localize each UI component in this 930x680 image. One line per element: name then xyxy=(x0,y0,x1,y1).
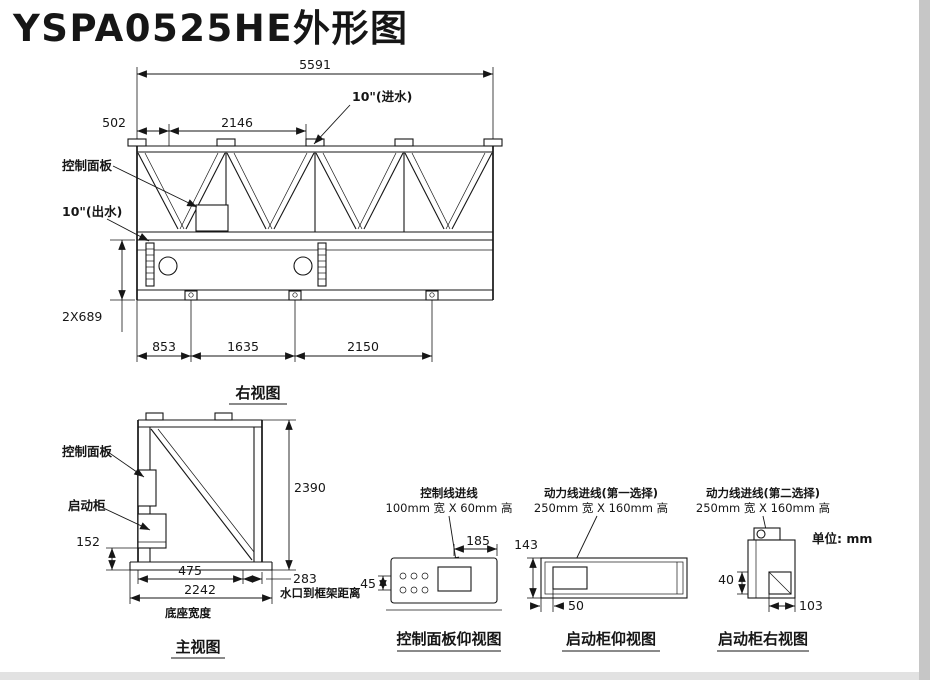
dim-2242: 2242 xyxy=(184,582,216,597)
dim-475: 475 xyxy=(178,563,202,578)
coil-header-cap xyxy=(483,138,503,147)
sc-right-view-title: 启动柜右视图 xyxy=(718,630,808,648)
fitting-circle xyxy=(756,529,766,539)
starter-cabinet-box xyxy=(137,513,167,549)
dim-2390: 2390 xyxy=(294,480,326,495)
dim-185: 185 xyxy=(466,533,490,548)
coil-header-cap xyxy=(127,138,147,147)
inlet-label: 10"(进水) xyxy=(352,89,412,104)
cable-entry-note: 控制线进线 xyxy=(420,486,478,500)
scan-edge-right xyxy=(919,0,930,680)
sc-bottom-view-title: 启动柜仰视图 xyxy=(566,630,656,648)
starter-cabinet-bottom-view: 动力线进线(第一选择) 250mm 宽 X 160mm 高 143 50 启动柜… xyxy=(514,486,688,652)
front-view: 控制面板 启动柜 152 2390 475 283 2242 底座宽度 水口到框… xyxy=(62,412,361,659)
dim-853: 853 xyxy=(152,339,176,354)
cable-entry-size-note: 100mm 宽 X 60mm 高 xyxy=(386,501,513,515)
dim-1635: 1635 xyxy=(227,339,259,354)
dim-283: 283 xyxy=(293,571,317,586)
dim-45: 45 xyxy=(360,576,376,591)
cabinet-inner-outline xyxy=(544,561,684,595)
dim-2x689: 2X689 xyxy=(62,309,102,324)
power-entry-note-2nd: 动力线进线(第二选择) xyxy=(706,486,820,500)
front-view-title: 主视图 xyxy=(175,638,220,656)
dim-502: 502 xyxy=(102,115,126,130)
dim-2150: 2150 xyxy=(347,339,379,354)
right-view-title: 右视图 xyxy=(235,384,280,402)
cable-entry-opening xyxy=(552,566,588,590)
right-view: 5591 502 2146 10"(进水) 控制面板 10"(出水) 2X689… xyxy=(62,57,503,405)
dim-143: 143 xyxy=(514,537,538,552)
page-title: YSPA0525HE外形图 xyxy=(12,7,409,50)
control-panel-bottom-view: 控制线进线 100mm 宽 X 60mm 高 185 45 控制面板仰视图 xyxy=(360,486,513,652)
cp-bottom-view-title: 控制面板仰视图 xyxy=(396,630,501,648)
unit-note: 单位: mm xyxy=(812,531,872,546)
control-panel-box xyxy=(195,204,229,232)
outlet-label: 10"(出水) xyxy=(62,204,122,219)
dim-50: 50 xyxy=(568,598,584,613)
pipe-flange-left xyxy=(145,242,155,287)
power-entry-size-note: 250mm 宽 X 160mm 高 xyxy=(534,501,668,515)
water-connection-circle xyxy=(158,256,178,276)
water-connection-circle xyxy=(293,256,313,276)
power-entry-size-note: 250mm 宽 X 160mm 高 xyxy=(696,501,830,515)
power-entry-note-1st: 动力线进线(第一选择) xyxy=(544,486,658,500)
pipe-flange-right xyxy=(317,242,327,287)
dim-total-width: 5591 xyxy=(299,57,331,72)
dim-152: 152 xyxy=(76,534,100,549)
port-to-frame-label: 水口到框架距离 xyxy=(280,586,361,600)
cable-entry-opening xyxy=(437,566,472,592)
control-panel-label: 控制面板 xyxy=(62,444,113,459)
starter-cabinet-right-view: 动力线进线(第二选择) 250mm 宽 X 160mm 高 40 103 单位:… xyxy=(696,486,872,652)
control-panel-label: 控制面板 xyxy=(62,158,113,173)
coil-header-cap xyxy=(145,412,164,421)
dim-2146: 2146 xyxy=(221,115,253,130)
control-panel-box xyxy=(137,469,157,507)
starter-cabinet-label: 启动柜 xyxy=(68,498,106,513)
dim-103: 103 xyxy=(799,598,823,613)
scan-edge-bottom xyxy=(0,672,919,680)
coil-header-cap xyxy=(214,412,233,421)
dim-40: 40 xyxy=(718,572,734,587)
base-width-label: 底座宽度 xyxy=(165,606,211,620)
coil-header-cap xyxy=(394,138,414,147)
coil-header-cap xyxy=(216,138,236,147)
